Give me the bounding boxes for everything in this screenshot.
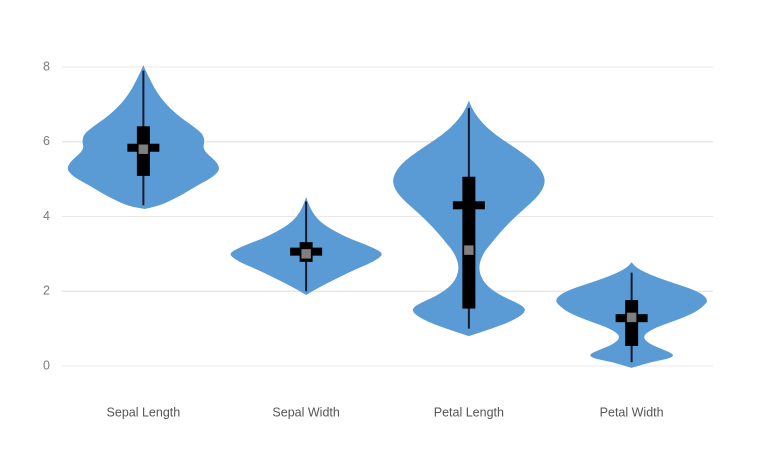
- median-marker: [301, 249, 311, 259]
- y-axis-tick-label: 8: [43, 59, 50, 73]
- violin-item[interactable]: [67, 65, 219, 210]
- y-axis-tick-label: 6: [43, 134, 50, 148]
- median-marker: [138, 144, 149, 155]
- violin-item[interactable]: [230, 197, 382, 295]
- x-axis-category-labels: Sepal Length Sepal Width Petal Length Petal…: [107, 405, 664, 419]
- median-marker: [626, 312, 637, 323]
- x-axis-category-label: Sepal Width: [272, 405, 339, 419]
- mean-crossbar: [452, 201, 485, 210]
- y-axis-tick-labels: 0 2 4 6 8: [43, 59, 50, 372]
- x-axis-category-label: Petal Length: [434, 405, 504, 419]
- violin-item[interactable]: [556, 262, 707, 368]
- y-axis-tick-label: 4: [43, 209, 50, 223]
- x-axis-category-label: Petal Width: [600, 405, 664, 419]
- interquartile-box: [625, 300, 639, 346]
- y-axis-tick-label: 0: [43, 358, 50, 372]
- violin-series-group: [67, 65, 707, 368]
- y-axis-tick-label: 2: [43, 284, 50, 298]
- x-axis-category-label: Sepal Length: [107, 405, 181, 419]
- interquartile-box: [462, 176, 476, 309]
- violin-item[interactable]: [393, 100, 545, 337]
- median-marker: [464, 245, 474, 255]
